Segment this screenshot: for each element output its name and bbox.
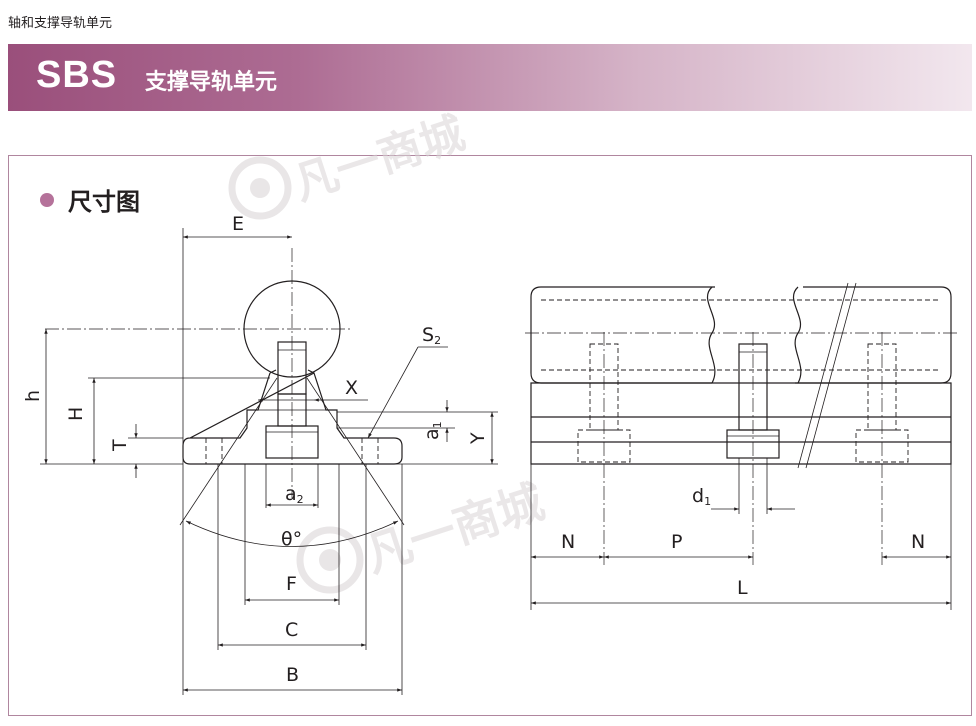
watermark-bottom: 凡一商城 xyxy=(296,474,551,594)
bolt-head xyxy=(265,425,319,459)
label-C: C xyxy=(285,619,298,641)
watermark-logo-icon-2 xyxy=(296,526,364,594)
label-d1: d1 xyxy=(692,485,711,508)
breadcrumb: 轴和支撑导轨单元 xyxy=(8,16,113,31)
title-banner: SBS 支撑导轨单元 xyxy=(8,44,972,111)
label-a2: a2 xyxy=(285,483,304,506)
label-X: X xyxy=(345,377,358,399)
label-S2: S2 xyxy=(422,324,441,347)
rail-base-outline xyxy=(182,372,403,465)
product-code: SBS xyxy=(36,54,118,96)
label-B: B xyxy=(286,664,299,686)
cross-section-view xyxy=(40,228,498,695)
side-view xyxy=(525,282,958,610)
label-h: h xyxy=(22,390,44,402)
label-T: T xyxy=(109,439,131,452)
label-N-right: N xyxy=(911,531,925,553)
label-F: F xyxy=(286,573,297,595)
label-N-left: N xyxy=(561,531,575,553)
page-title: 支撑导轨单元 xyxy=(145,70,278,95)
shaft-side-outline xyxy=(530,286,952,384)
label-P: P xyxy=(671,531,682,553)
label-Y: Y xyxy=(467,432,489,445)
label-a1: a1 xyxy=(421,421,444,440)
label-E: E xyxy=(232,213,244,235)
drawing-panel xyxy=(8,155,972,716)
label-theta: θ° xyxy=(281,528,302,550)
watermark-top: 凡一商城 xyxy=(228,108,471,220)
rail-body-outline xyxy=(530,382,952,465)
bullet-icon xyxy=(40,192,54,207)
label-H: H xyxy=(65,407,87,421)
watermark-logo-icon xyxy=(228,156,292,220)
label-L: L xyxy=(737,577,748,599)
section-title: 尺寸图 xyxy=(68,188,140,216)
watermark-text-2: 凡一商城 xyxy=(359,474,551,582)
watermark-text: 凡一商城 xyxy=(288,108,471,211)
section-heading: 尺寸图 xyxy=(40,182,140,217)
